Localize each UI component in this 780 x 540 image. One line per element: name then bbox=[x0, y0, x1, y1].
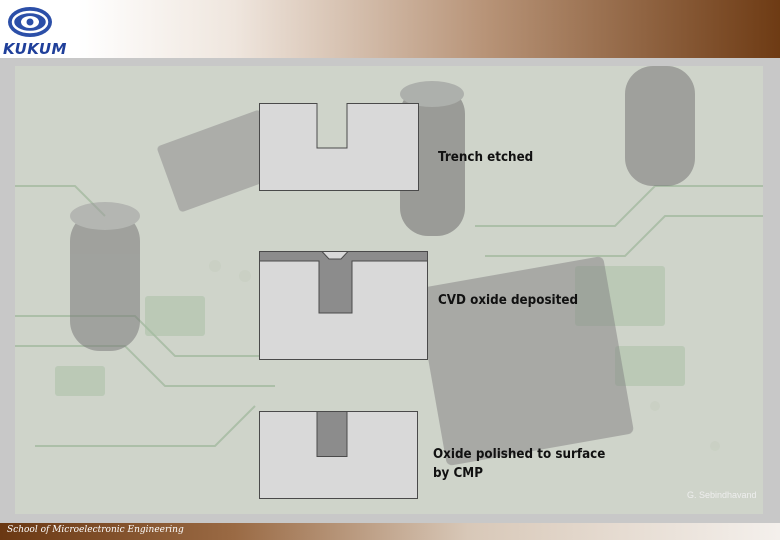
caption-step-1: Trench etched bbox=[438, 150, 534, 165]
caption-step-3: Oxide polished to surface by CMP bbox=[433, 447, 606, 481]
caption-step-2: CVD oxide deposited bbox=[438, 293, 579, 308]
substrate-with-oxide-layer bbox=[259, 251, 428, 360]
stage-cmp-polished bbox=[259, 411, 418, 499]
footer-text: School of Microelectronic Engineering bbox=[7, 525, 184, 535]
image-credit: G. Sebindhavand bbox=[687, 490, 757, 500]
university-logo-icon bbox=[8, 7, 52, 37]
stage-trench-etched bbox=[259, 103, 419, 191]
substrate-with-trench bbox=[259, 103, 419, 191]
header-banner: KUKUM bbox=[0, 0, 780, 58]
stage-cvd-oxide bbox=[259, 251, 428, 360]
substrate-polished bbox=[259, 411, 418, 499]
logo-text: KUKUM bbox=[3, 40, 67, 58]
footer-bar: School of Microelectronic Engineering bbox=[0, 523, 780, 540]
